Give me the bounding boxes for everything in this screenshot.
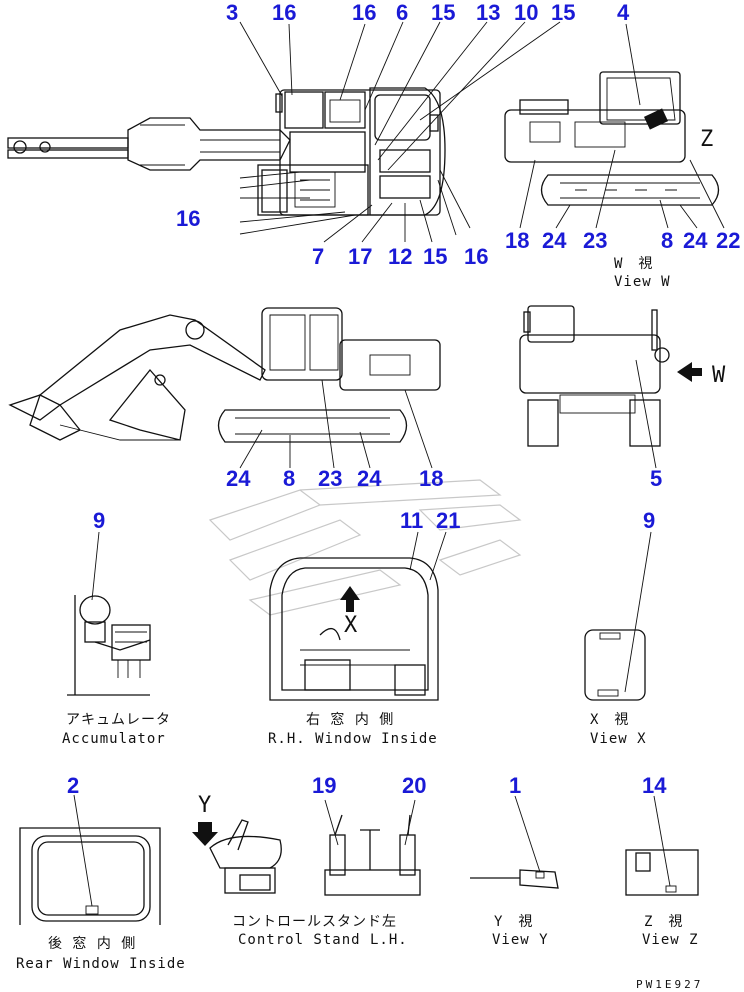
view-letters: Z W X Y: [198, 127, 726, 818]
callout-24: 24: [683, 228, 708, 253]
view-z-caption: View Z: [642, 932, 699, 948]
callout-24: 24: [226, 466, 251, 491]
callout-13: 13: [476, 0, 500, 25]
control-stand-drawing: [192, 799, 421, 896]
callout-16: 16: [352, 0, 376, 25]
callout-2: 2: [67, 773, 79, 798]
callout-14: 14: [642, 773, 667, 798]
callout-17: 17: [348, 244, 372, 269]
callout-23: 23: [318, 466, 342, 491]
callout-4: 4: [617, 0, 630, 25]
callout-16: 16: [464, 244, 488, 269]
control-stand-caption: Control Stand L.H.: [238, 932, 408, 948]
callouts: 3 16 16 6 15 13 10 15 4 16 7 17 12 15 16…: [67, 0, 740, 798]
view-letter-z: Z: [700, 127, 714, 152]
callout-24: 24: [542, 228, 567, 253]
view-letter-y: Y: [198, 793, 212, 818]
callout-18: 18: [505, 228, 529, 253]
callout-21: 21: [436, 508, 460, 533]
callout-15: 15: [551, 0, 575, 25]
rear-window-caption: Rear Window Inside: [16, 956, 186, 972]
view-y-caption-jp: Y 視: [494, 914, 533, 930]
callout-18: 18: [419, 466, 443, 491]
accumulator-drawing: [67, 531, 151, 696]
rear-view-excavator: [519, 305, 670, 469]
callout-5: 5: [650, 466, 662, 491]
rear-window-drawing: [19, 794, 161, 925]
view-x-drawing: [584, 531, 652, 701]
view-letter-x: X: [344, 613, 358, 638]
view-w-caption: View W: [614, 274, 671, 290]
callout-22: 22: [716, 228, 740, 253]
rh-window-drawing: [269, 531, 447, 701]
top-view-excavator: [7, 87, 446, 235]
rh-window-caption: R.H. Window Inside: [268, 731, 438, 747]
callout-6: 6: [396, 0, 408, 25]
view-y-caption: View Y: [492, 932, 549, 948]
callout-7: 7: [312, 244, 324, 269]
accumulator-caption: Accumulator: [62, 731, 166, 747]
top-view-leaders: [239, 21, 561, 243]
captions: W 視 View W アキュムレータ Accumulator 右 窓 内 側 R…: [16, 256, 703, 991]
callout-1: 1: [509, 773, 521, 798]
view-w-arrow-icon: [677, 362, 702, 382]
view-w-drawing: [504, 23, 725, 229]
view-z-caption-jp: Z 視: [644, 914, 683, 930]
accumulator-caption-jp: アキュムレータ: [66, 712, 171, 728]
callout-15: 15: [431, 0, 455, 25]
view-w-caption-jp: W 視: [614, 256, 653, 272]
callout-20: 20: [402, 773, 426, 798]
view-x-caption-jp: X 視: [590, 712, 629, 728]
callout-16: 16: [176, 206, 200, 231]
callout-11: 11: [400, 508, 423, 533]
callout-9: 9: [93, 508, 105, 533]
callout-10: 10: [514, 0, 538, 25]
callout-8: 8: [283, 466, 295, 491]
callout-24: 24: [357, 466, 382, 491]
view-x-caption: View X: [590, 731, 647, 747]
side-view-excavator: [8, 307, 441, 469]
view-y-drawing: [470, 795, 559, 889]
callout-15: 15: [423, 244, 447, 269]
callout-12: 12: [388, 244, 412, 269]
callout-23: 23: [583, 228, 607, 253]
callout-3: 3: [226, 0, 238, 25]
watermark-logo: [208, 479, 522, 616]
callout-19: 19: [312, 773, 336, 798]
rh-window-caption-jp: 右 窓 内 側: [306, 711, 394, 728]
rear-window-caption-jp: 後 窓 内 側: [48, 935, 136, 952]
view-letter-w: W: [712, 363, 726, 388]
callout-16: 16: [272, 0, 296, 25]
callout-8: 8: [661, 228, 673, 253]
callout-9: 9: [643, 508, 655, 533]
drawing-code: PW1E927: [636, 978, 703, 991]
view-z-drawing: [625, 795, 699, 896]
control-stand-caption-jp: コントロールスタンド左: [232, 914, 397, 930]
